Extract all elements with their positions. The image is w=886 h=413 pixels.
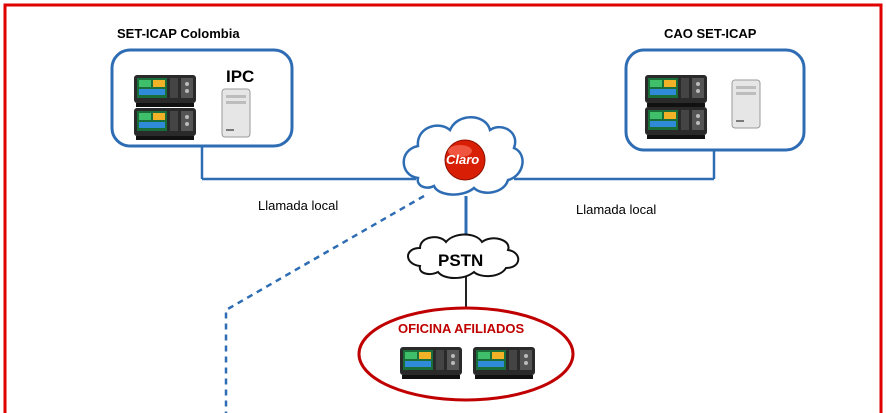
trading-turret-icon — [645, 107, 707, 139]
trading-turret-icon — [134, 75, 196, 107]
claro-cloud-icon — [402, 116, 524, 196]
claro-logo-text: Claro — [446, 152, 480, 167]
outer-border — [3, 3, 883, 413]
left-site-title: SET-ICAP Colombia — [117, 26, 240, 41]
ipc-label: IPC — [226, 67, 255, 86]
server-tower-icon — [221, 88, 251, 138]
pstn-cloud-icon — [407, 233, 520, 279]
trading-turret-icon — [134, 108, 196, 140]
trading-turret-icon — [473, 347, 535, 379]
links — [200, 145, 716, 413]
right-site-title: CAO SET-ICAP — [664, 26, 757, 41]
dashed-remote-link — [224, 194, 425, 413]
pstn-label: PSTN — [438, 251, 484, 270]
office-title: OFICINA AFILIADOS — [398, 321, 525, 336]
left-link-label: Llamada local — [258, 198, 339, 213]
right-link-label: Llamada local — [576, 202, 657, 217]
trading-turret-icon — [645, 75, 707, 107]
server-tower-icon — [731, 79, 761, 129]
trading-turret-icon — [400, 347, 462, 379]
